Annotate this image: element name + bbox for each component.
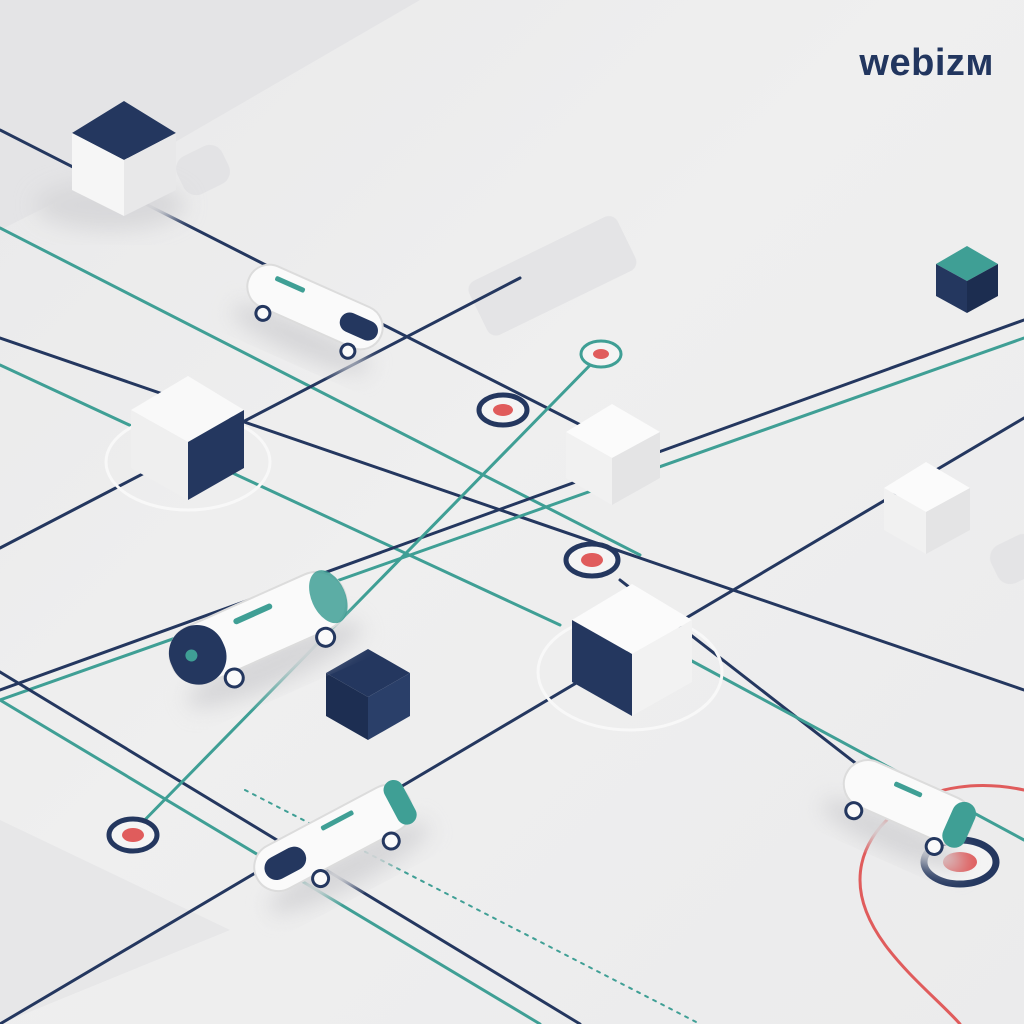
cube-node-icon: [35, 101, 185, 230]
train-icon: [231, 263, 384, 373]
train-icon: [821, 759, 977, 871]
cube-node-icon: [884, 462, 970, 554]
cube-node-icon: [131, 376, 244, 500]
train-icon: [168, 570, 362, 708]
cube-node-icon: [936, 246, 998, 313]
cube-node-icon: [566, 404, 660, 505]
target-marker-icon: [106, 816, 160, 854]
target-marker-icon: [476, 392, 530, 428]
train-icon: [253, 779, 429, 914]
brand-logo: webizм: [859, 42, 994, 84]
target-marker-icon: [579, 339, 623, 369]
target-marker-icon: [563, 541, 621, 579]
cube-node-icon: [572, 584, 692, 716]
cube-node-icon: [326, 649, 410, 740]
